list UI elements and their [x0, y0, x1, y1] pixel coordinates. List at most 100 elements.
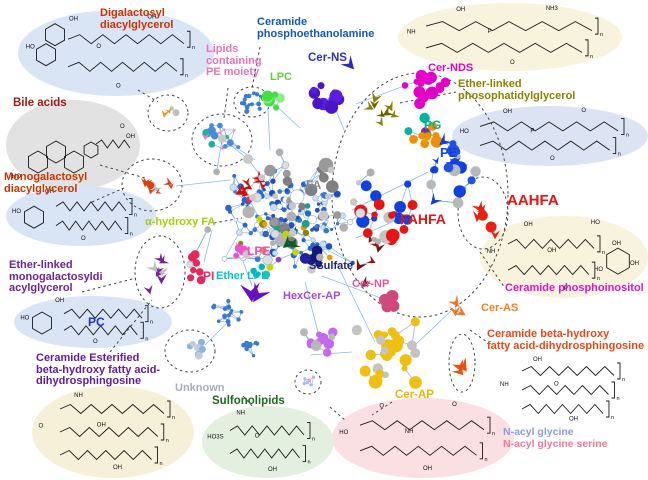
network-node [318, 172, 329, 183]
network-node [320, 224, 326, 230]
network-node [270, 178, 276, 184]
network-node [284, 188, 289, 193]
top-small-cluster-cluster [161, 106, 180, 118]
pink-mesh-small-cluster [302, 375, 316, 387]
network-node [236, 145, 241, 150]
atom-label: n [600, 32, 603, 38]
atom-label: OH [547, 248, 556, 254]
atom-label: P [564, 286, 568, 292]
label-pg: PG [424, 118, 442, 132]
network-node [312, 195, 319, 202]
network-node [333, 190, 341, 198]
label-bile-acids: Bile acids [13, 97, 67, 109]
network-node [236, 229, 243, 236]
network-node [233, 217, 238, 222]
network-node [376, 335, 386, 345]
label-lpc: LPC [270, 71, 292, 83]
arrowhead-node [374, 116, 383, 127]
network-node [316, 331, 322, 338]
network-node [394, 201, 406, 213]
atom-label: O [38, 423, 43, 429]
network-node [242, 97, 247, 102]
network-node [349, 198, 358, 206]
arrowhead-node [475, 203, 486, 215]
network-node [404, 180, 412, 188]
network-node [275, 256, 282, 263]
atom-label: n [160, 461, 163, 467]
cer-as-arrowheads-cluster [447, 294, 466, 317]
network-node [259, 246, 267, 254]
atom-label: P [530, 128, 534, 134]
aahfa-arrowheads-cluster [471, 200, 500, 240]
network-node [262, 187, 266, 192]
network-node [409, 135, 418, 144]
network-node [188, 253, 196, 261]
network-node [271, 91, 279, 98]
arrowhead-node [368, 233, 377, 243]
network-node [315, 260, 323, 268]
arrowhead-node [383, 100, 393, 112]
network-node [262, 230, 270, 238]
atom-label: n [130, 232, 133, 238]
network-node [236, 317, 241, 322]
arrowhead-node [165, 107, 171, 114]
ether-lpe-nodes-cluster [250, 263, 271, 279]
arrowhead-node [241, 177, 250, 186]
network-node [327, 166, 335, 174]
mesh-left-cluster [211, 298, 244, 327]
network-node [318, 210, 329, 221]
network-node [225, 319, 231, 324]
label-cer-ap: Cer-AP [395, 389, 434, 401]
network-node [325, 193, 332, 200]
network-node [207, 126, 216, 135]
purple-big-arrowheads-cluster [240, 282, 271, 303]
network-node [347, 219, 354, 226]
network-node [485, 221, 497, 233]
network-node [388, 211, 396, 219]
network-node [310, 228, 314, 232]
network-node [425, 86, 439, 100]
atom-label: n [590, 54, 593, 60]
network-node [314, 225, 319, 229]
label-pi: PI [203, 269, 215, 283]
network-node [243, 154, 254, 165]
atom-label: OH [55, 298, 64, 304]
network-node [242, 222, 248, 228]
network-node [415, 69, 428, 82]
network-nodes-layer [141, 55, 500, 389]
arrowhead-node [153, 252, 163, 263]
network-node [195, 351, 202, 359]
network-node [307, 264, 316, 274]
network-node [244, 346, 249, 352]
network-node [359, 365, 371, 377]
network-node [305, 381, 309, 385]
label-digalactosyl-diacylglycerol: Digalactosyl diacylglycerol [100, 7, 174, 31]
network-node [256, 216, 263, 222]
label-ceramide-phosphoinositol: Ceramide phosphoinositol [505, 282, 644, 294]
atom-label: NH [405, 429, 414, 435]
arrowhead-node [146, 260, 158, 273]
network-node [271, 214, 276, 218]
atom-label: OH [97, 422, 106, 428]
atom-label: HO [26, 45, 35, 51]
cer-nds-nodes-cluster [401, 69, 451, 109]
atom-label: n [597, 276, 600, 282]
olive-arrowheads-cluster [363, 91, 400, 127]
network-node [324, 100, 339, 114]
atom-label: O [93, 339, 98, 345]
arrowhead-node [431, 156, 439, 165]
atom-label: n [602, 250, 605, 256]
label-monogalactosyl-diacylglycerol: Monogalactosyl diacylglycerol [4, 171, 88, 195]
network-node [388, 348, 396, 357]
label-lpe: LPE [247, 244, 271, 258]
network-node [228, 209, 232, 214]
atom-label: OH [456, 7, 465, 13]
network-node [298, 202, 306, 211]
atom-label: HO [591, 220, 600, 226]
network-node [198, 338, 205, 346]
arrowhead-node [454, 305, 466, 316]
atom-label: OH [45, 189, 54, 195]
